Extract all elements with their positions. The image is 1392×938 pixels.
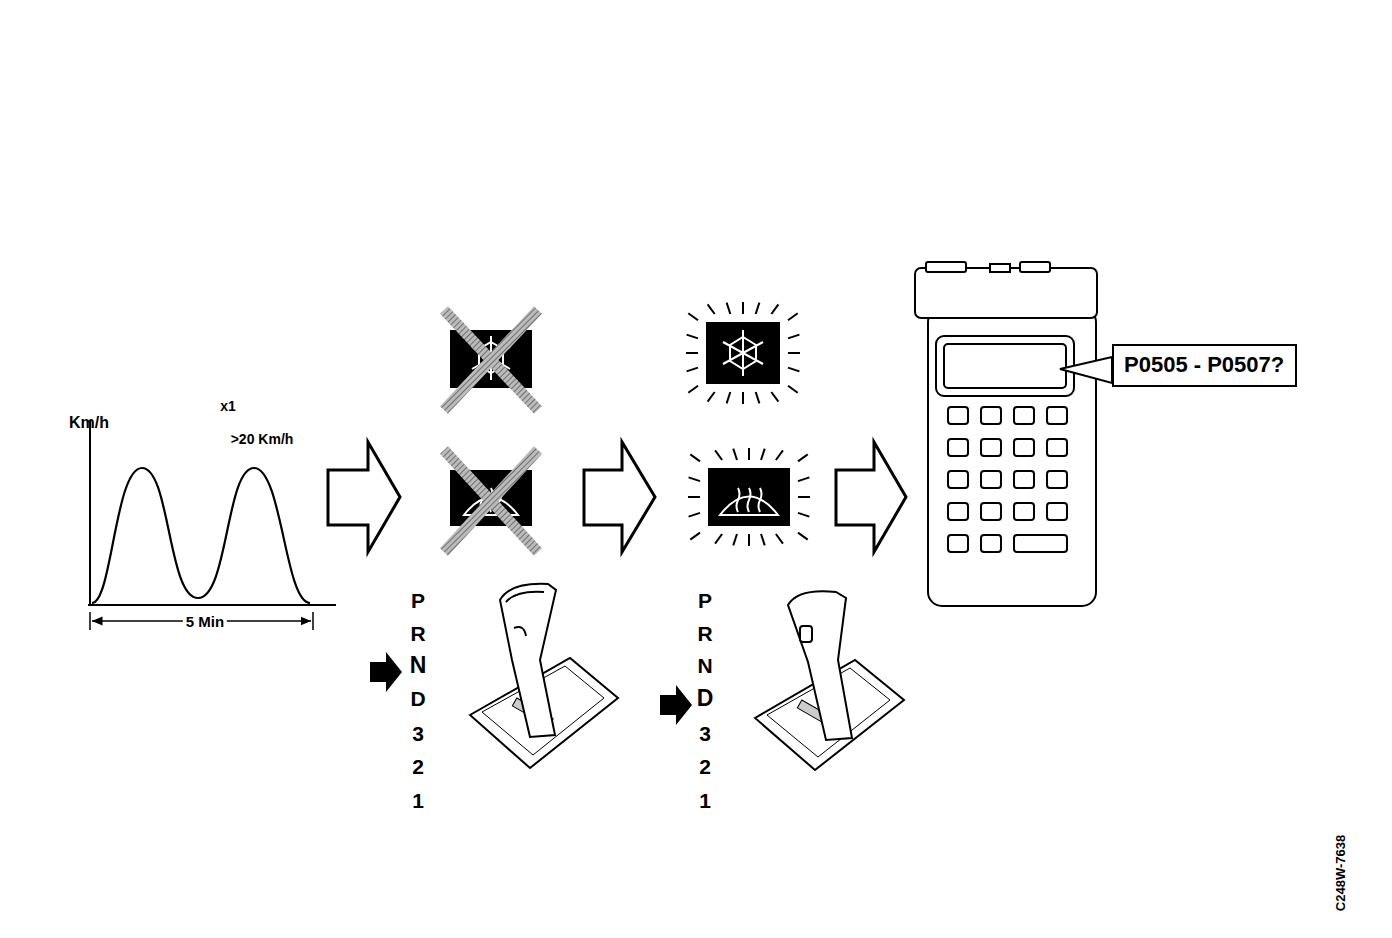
gear-position: 1 <box>699 790 711 811</box>
speed-graph <box>88 420 336 630</box>
gear-selector <box>470 584 618 768</box>
callout-text: P0505 - P0507? <box>1124 353 1285 377</box>
gear-position: 2 <box>412 756 424 777</box>
flow-arrow <box>328 442 906 552</box>
gear-position: 3 <box>412 723 424 744</box>
gear-position: 1 <box>412 790 424 811</box>
gear-position: D <box>410 688 425 709</box>
selector-pointer <box>660 685 692 725</box>
scan-tool <box>915 262 1112 606</box>
figure-id: C248W-7638 <box>1334 835 1347 911</box>
defrost-off-icon <box>444 450 538 552</box>
graph-label: 5 Min <box>183 614 227 629</box>
graph-label: Km/h <box>69 415 109 431</box>
gear-position: P <box>698 590 712 611</box>
graph-label: x1 <box>220 399 236 413</box>
callout-box: P0505 - P0507? <box>1112 344 1297 387</box>
gear-position: N <box>697 655 712 676</box>
gear-position: D <box>697 687 714 710</box>
gear-position: R <box>410 623 425 644</box>
gear-position: N <box>410 654 427 677</box>
selector-pointer <box>370 652 402 692</box>
graph-label: >20 Km/h <box>231 432 294 446</box>
defrost-on-icon <box>688 448 810 546</box>
gear-position: 2 <box>699 756 711 777</box>
gear-selector <box>755 591 904 770</box>
gear-position: 3 <box>699 723 711 744</box>
gear-position: P <box>411 590 425 611</box>
keypad <box>948 407 1067 552</box>
ac-on-icon <box>686 302 800 404</box>
ac-off-icon <box>444 310 538 410</box>
gear-position: R <box>697 623 712 644</box>
